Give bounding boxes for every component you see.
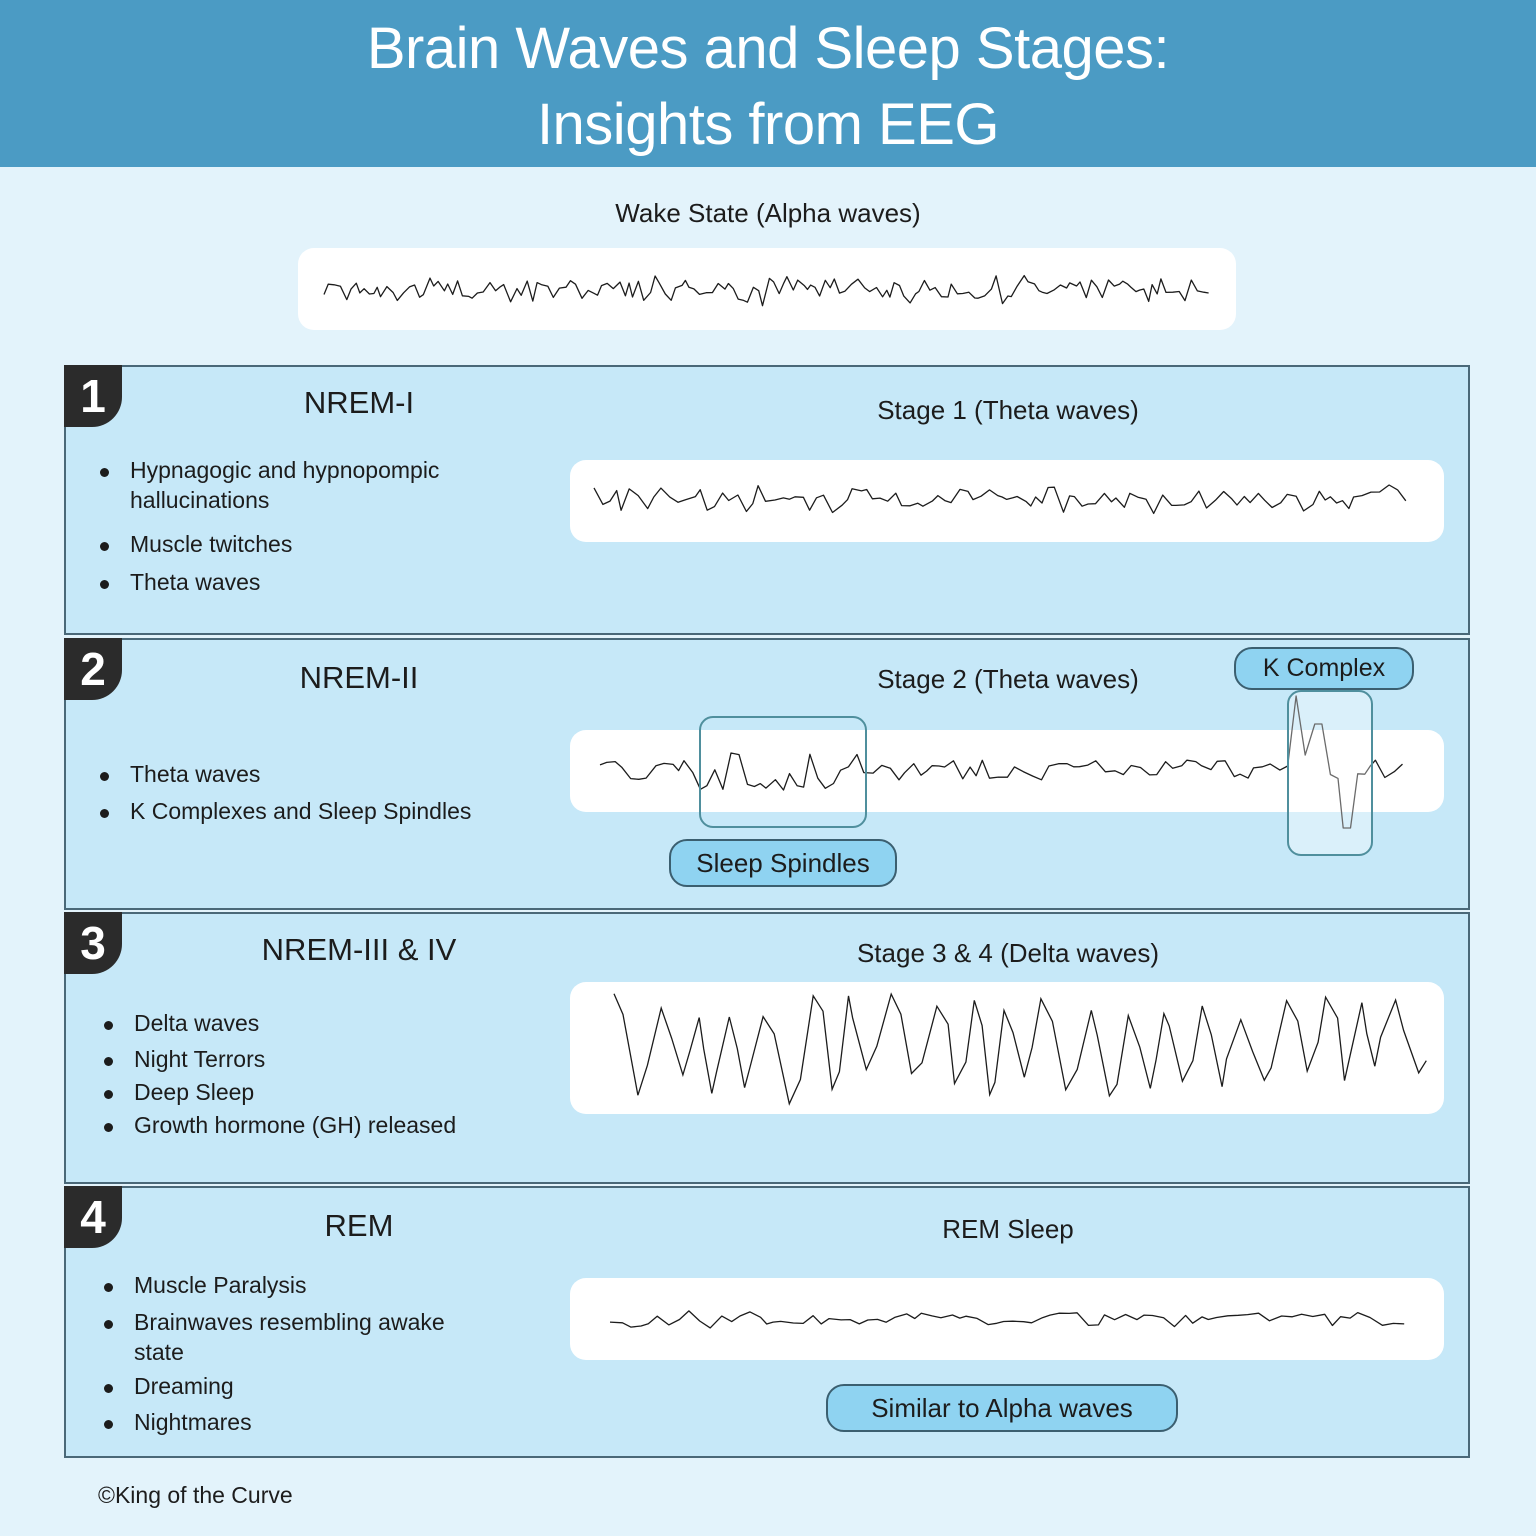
stage3-trace-box	[570, 982, 1444, 1114]
list-item: Night Terrors	[70, 1044, 530, 1074]
stage2-trace-box	[570, 695, 1444, 829]
list-item: Deep Sleep	[70, 1077, 530, 1107]
list-item: K Complexes and Sleep Spindles	[66, 796, 536, 826]
stage-panel-nrem-1: 1 NREM-I Stage 1 (Theta waves) Hypnagogi…	[64, 365, 1470, 635]
rem-eeg-trace	[609, 1310, 1405, 1329]
trace-title: Stage 1 (Theta waves)	[877, 395, 1139, 425]
theta-eeg-trace	[593, 484, 1407, 515]
stage1-trace-box	[570, 460, 1444, 542]
wake-eeg-trace	[323, 274, 1209, 307]
stage-panel-nrem-3-4: 3 NREM-III & IV Stage 3 & 4 (Delta waves…	[64, 912, 1470, 1184]
list-item: Theta waves	[66, 759, 536, 789]
trace-title: Stage 3 & 4 (Delta waves)	[856, 938, 1160, 968]
list-item: Muscle Paralysis	[70, 1270, 490, 1300]
wake-trace-box	[298, 248, 1236, 330]
stage-panel-nrem-2: 2 NREM-II Stage 2 (Theta waves) Theta wa…	[64, 638, 1470, 910]
list-item: Hypnagogic and hypnopompic hallucination…	[66, 455, 506, 515]
stage-number-badge: 1	[64, 365, 122, 427]
sleep-spindles-callout: Sleep Spindles	[669, 839, 897, 887]
feature-list: Delta waves Night Terrors Deep Sleep Gro…	[70, 1008, 530, 1140]
stage-name: NREM-III & IV	[261, 932, 457, 967]
title-line-2: Insights from EEG	[536, 92, 1000, 157]
title-banner: Brain Waves and Sleep Stages: Insights f…	[0, 0, 1536, 167]
feature-list: Theta waves K Complexes and Sleep Spindl…	[66, 759, 536, 826]
list-item: Muscle twitches	[66, 529, 506, 559]
stage-panel-rem: 4 REM REM Sleep Muscle Paralysis Brainwa…	[64, 1186, 1470, 1458]
list-item: Delta waves	[70, 1008, 530, 1038]
stage-number-badge: 3	[64, 912, 122, 974]
trace-title: Stage 2 (Theta waves)	[877, 664, 1139, 694]
delta-eeg-trace	[613, 992, 1427, 1106]
list-item: Theta waves	[66, 567, 506, 597]
stage-name: REM	[324, 1208, 394, 1243]
k-complex-callout: K Complex	[1234, 647, 1414, 690]
k-complex-highlight	[1287, 690, 1373, 856]
stage-name: NREM-I	[303, 385, 415, 420]
list-item: Dreaming	[70, 1371, 490, 1401]
title-line-1: Brain Waves and Sleep Stages:	[366, 16, 1170, 81]
rem-trace-box	[570, 1278, 1444, 1360]
trace-title: REM Sleep	[942, 1214, 1074, 1244]
feature-list: Muscle Paralysis Brainwaves resembling a…	[70, 1270, 490, 1437]
stage-number-badge: 4	[64, 1186, 122, 1248]
list-item: Growth hormone (GH) released	[70, 1110, 530, 1140]
sleep-spindles-highlight	[699, 716, 867, 828]
stage2-eeg-trace	[599, 695, 1403, 829]
list-item: Nightmares	[70, 1407, 490, 1437]
stage-name: NREM-II	[299, 660, 419, 695]
copyright-notice: ©King of the Curve	[98, 1482, 293, 1508]
list-item: Brainwaves resembling awake state	[70, 1307, 490, 1367]
similar-to-alpha-callout: Similar to Alpha waves	[826, 1384, 1178, 1432]
feature-list: Hypnagogic and hypnopompic hallucination…	[66, 455, 506, 597]
wake-state-label: Wake State (Alpha waves)	[615, 198, 921, 228]
stage-number-badge: 2	[64, 638, 122, 700]
